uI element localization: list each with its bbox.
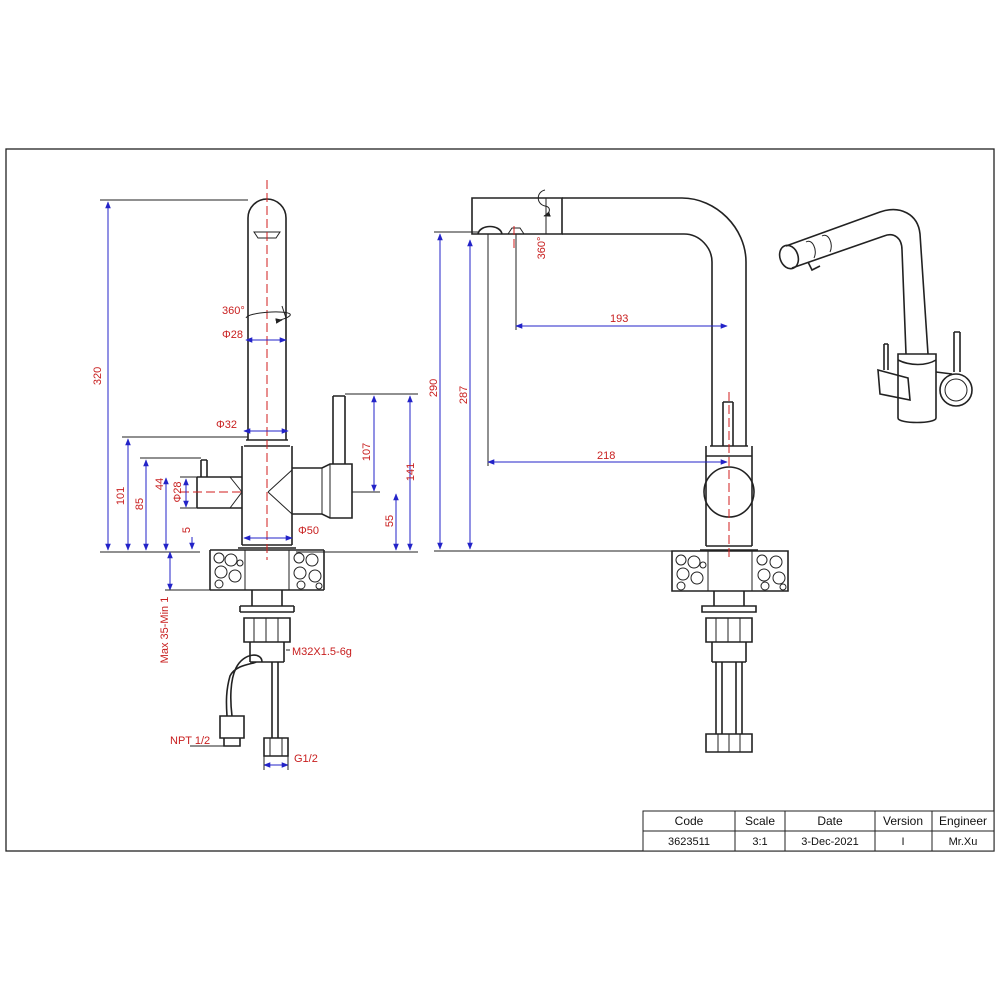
title-value-scale: 3:1 bbox=[752, 836, 767, 848]
dim-reach-218: 218 bbox=[597, 450, 615, 462]
dim-deck-thickness: Max 35-Min 1 bbox=[159, 597, 171, 664]
title-header-engineer: Engineer bbox=[939, 814, 987, 828]
dim-height-320: 320 bbox=[92, 367, 104, 385]
dim-hose-g: G1/2 bbox=[294, 753, 318, 765]
dim-height-290: 290 bbox=[428, 379, 440, 397]
title-header-code: Code bbox=[675, 814, 704, 828]
title-header-date: Date bbox=[817, 814, 843, 828]
dim-height-287: 287 bbox=[458, 386, 470, 404]
dim-height-85: 85 bbox=[134, 498, 146, 510]
title-value-code: 3623511 bbox=[668, 836, 710, 848]
countertop-stones-left bbox=[213, 552, 323, 590]
countertop-stones-right bbox=[675, 554, 787, 591]
dim-height-107: 107 bbox=[361, 443, 373, 461]
dim-reach-193: 193 bbox=[610, 313, 628, 325]
dim-height-55: 55 bbox=[384, 515, 396, 527]
dim-rotation-right: 360° bbox=[536, 237, 548, 260]
dim-rotation-left: 360° bbox=[222, 305, 245, 317]
title-value-date: 3-Dec-2021 bbox=[801, 836, 858, 848]
title-header-version: Version bbox=[883, 814, 923, 828]
dim-thread: M32X1.5-6g bbox=[292, 646, 352, 658]
dim-height-101: 101 bbox=[115, 487, 127, 505]
dim-gap-5: 5 bbox=[181, 527, 193, 533]
dim-upper-diameter: Φ32 bbox=[216, 419, 237, 431]
dim-height-44: 44 bbox=[154, 478, 166, 490]
title-header-scale: Scale bbox=[745, 814, 775, 828]
isometric-faucet-illustration bbox=[778, 208, 973, 424]
dim-hose-npt: NPT 1/2 bbox=[170, 735, 210, 747]
dim-spout-diameter: Φ28 bbox=[222, 329, 243, 341]
title-block bbox=[642, 810, 995, 852]
dim-handle-diameter: Φ28 bbox=[172, 481, 184, 502]
title-value-engineer: Mr.Xu bbox=[949, 836, 978, 848]
side-view bbox=[100, 180, 418, 770]
drawing-frame bbox=[5, 148, 995, 852]
dim-base-diameter: Φ50 bbox=[298, 525, 319, 537]
front-view bbox=[434, 189, 789, 753]
dim-height-141: 141 bbox=[405, 463, 417, 481]
title-value-version: I bbox=[901, 836, 904, 848]
